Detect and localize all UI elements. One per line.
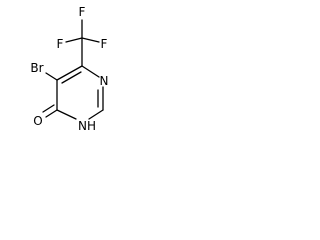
bond-cf3-f-left	[65, 37, 83, 43]
bond-c4-o-double	[42, 104, 55, 113]
molecule-structure: F F F Br N O NH	[30, 5, 109, 133]
atom-label-n-ring: N	[100, 74, 109, 88]
bond-c5-c6-double	[61, 71, 82, 84]
bond-c5-br	[45, 72, 58, 81]
atom-label-f-top: F	[79, 5, 86, 19]
atom-label-nh: NH	[78, 119, 96, 133]
atom-label-f-left: F	[57, 37, 64, 51]
bond-c4-o	[45, 109, 58, 118]
bond-c5-c6	[56, 65, 83, 81]
bond-c2-n3	[88, 109, 104, 120]
bond-c6-n1	[81, 65, 100, 78]
pyrimidine-ring	[56, 65, 104, 120]
trifluoromethyl-bonds	[65, 19, 100, 67]
substituent-bonds	[42, 72, 58, 118]
bond-n3-c4	[56, 109, 77, 120]
atom-label-f-right: F	[101, 37, 108, 51]
bond-cf3-f-right	[81, 37, 100, 43]
atom-label-o: O	[33, 114, 42, 128]
atom-label-br: Br	[30, 61, 43, 75]
